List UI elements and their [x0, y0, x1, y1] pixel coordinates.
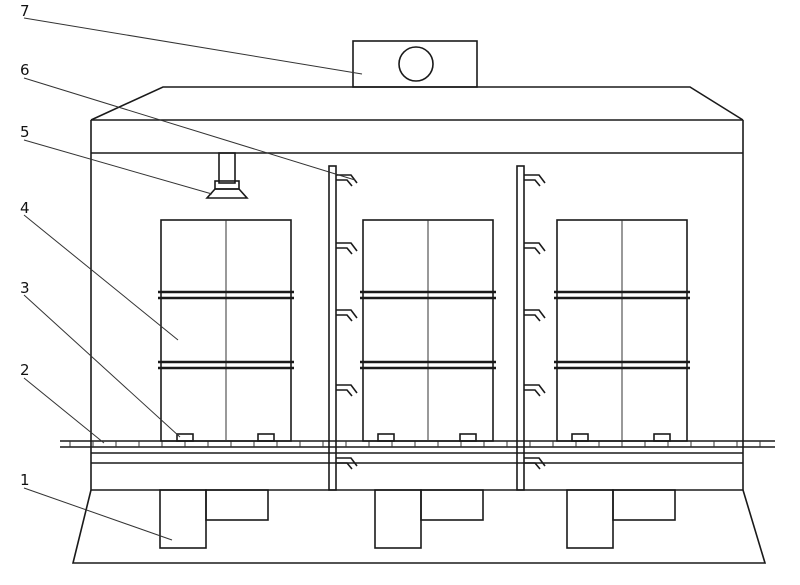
rack-hook — [336, 457, 358, 470]
nozzle-assembly — [205, 152, 249, 199]
barrels — [158, 219, 690, 442]
leader-lines — [23, 17, 363, 541]
rack-hook — [524, 309, 546, 322]
rack-hook — [524, 457, 546, 470]
base-frame — [71, 489, 767, 564]
label-5: 5 — [20, 123, 30, 141]
rack-hook — [524, 384, 546, 397]
label-7: 7 — [20, 2, 30, 20]
barrel — [554, 219, 690, 442]
rack-hook — [524, 242, 546, 255]
barrel-supports — [176, 433, 671, 442]
top-unit — [352, 40, 478, 88]
label-3: 3 — [20, 279, 30, 297]
rack-hook — [336, 384, 358, 397]
base-step — [420, 489, 484, 521]
rack-hook — [336, 174, 358, 187]
base-step — [612, 489, 676, 521]
support-block — [653, 433, 671, 442]
rack-pole — [516, 165, 525, 491]
barrel — [158, 219, 294, 442]
label-6: 6 — [20, 61, 30, 79]
support-block — [571, 433, 589, 442]
rack-hook — [336, 242, 358, 255]
spray-rack — [516, 165, 546, 491]
label-4: 4 — [20, 199, 30, 217]
spray-rack — [328, 165, 358, 491]
barrel — [360, 219, 496, 442]
rack-hook — [524, 174, 546, 187]
spray-racks — [328, 165, 546, 491]
support-block — [377, 433, 395, 442]
roof — [90, 86, 744, 154]
fan-circle — [398, 46, 434, 82]
rack-hook — [336, 309, 358, 322]
rack-pole — [328, 165, 337, 491]
rail-ticks — [69, 441, 761, 447]
conveyor-rail — [60, 440, 775, 448]
support-block — [257, 433, 275, 442]
part-labels: 7 6 5 4 3 2 1 — [20, 2, 30, 489]
base-pillar — [374, 489, 422, 549]
housing-walls — [90, 120, 744, 490]
base-step — [205, 489, 269, 521]
support-block — [176, 433, 194, 442]
base-pillar — [159, 489, 207, 549]
label-2: 2 — [20, 361, 30, 379]
label-1: 1 — [20, 471, 30, 489]
support-block — [459, 433, 477, 442]
base-pillar — [566, 489, 614, 549]
